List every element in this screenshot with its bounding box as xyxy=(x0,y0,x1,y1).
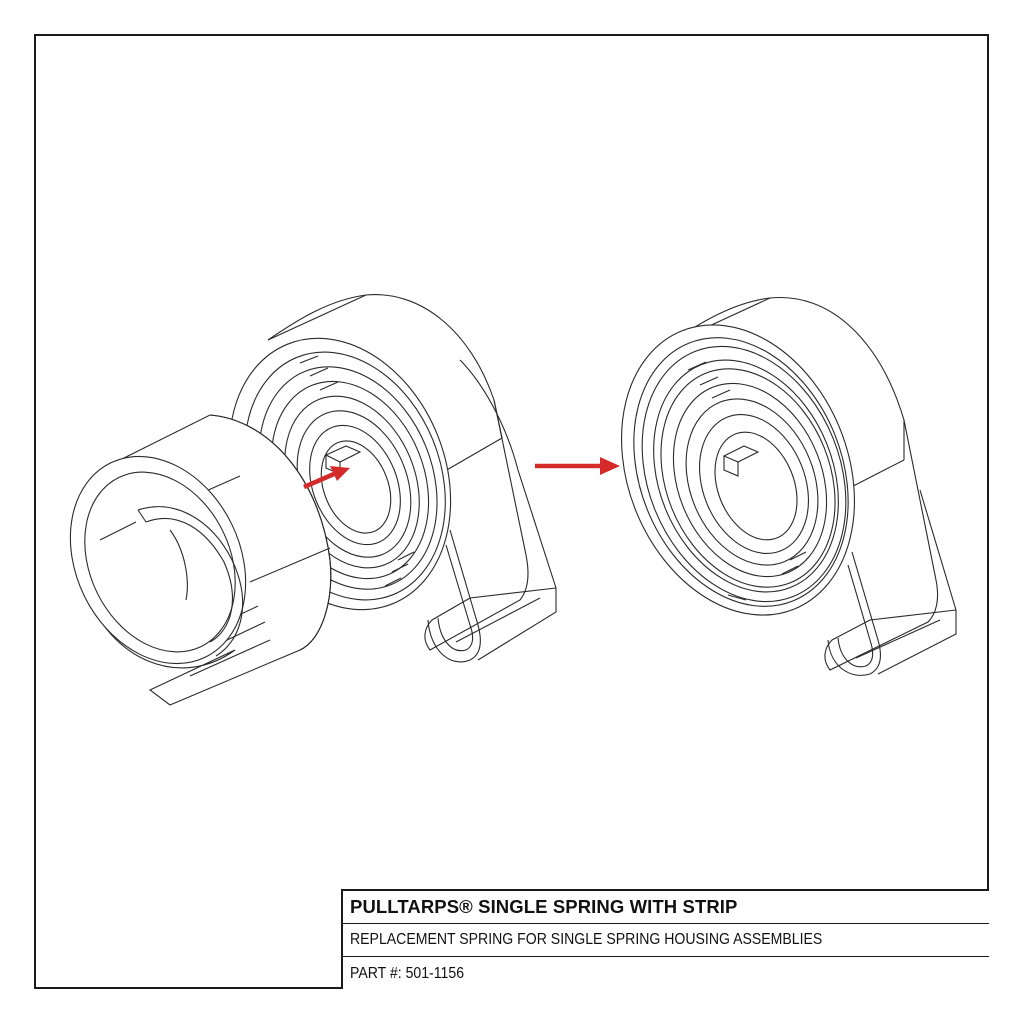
title-block-part-row: PART #: 501-1156 xyxy=(343,957,989,990)
insert-arrow xyxy=(303,466,350,490)
spring-assembled xyxy=(621,296,957,676)
title-block: PULLTARPS® SINGLE SPRING WITH STRIP REPL… xyxy=(341,889,989,989)
title-block-title-row: PULLTARPS® SINGLE SPRING WITH STRIP xyxy=(343,891,989,924)
part-number: PART #: 501-1156 xyxy=(350,964,465,982)
drawing-title: PULLTARPS® SINGLE SPRING WITH STRIP xyxy=(350,896,738,917)
title-block-subtitle-row: REPLACEMENT SPRING FOR SINGLE SPRING HOU… xyxy=(343,924,989,957)
strip-coil xyxy=(69,414,332,706)
drawing-subtitle: REPLACEMENT SPRING FOR SINGLE SPRING HOU… xyxy=(350,931,823,948)
transition-arrow xyxy=(535,457,620,475)
